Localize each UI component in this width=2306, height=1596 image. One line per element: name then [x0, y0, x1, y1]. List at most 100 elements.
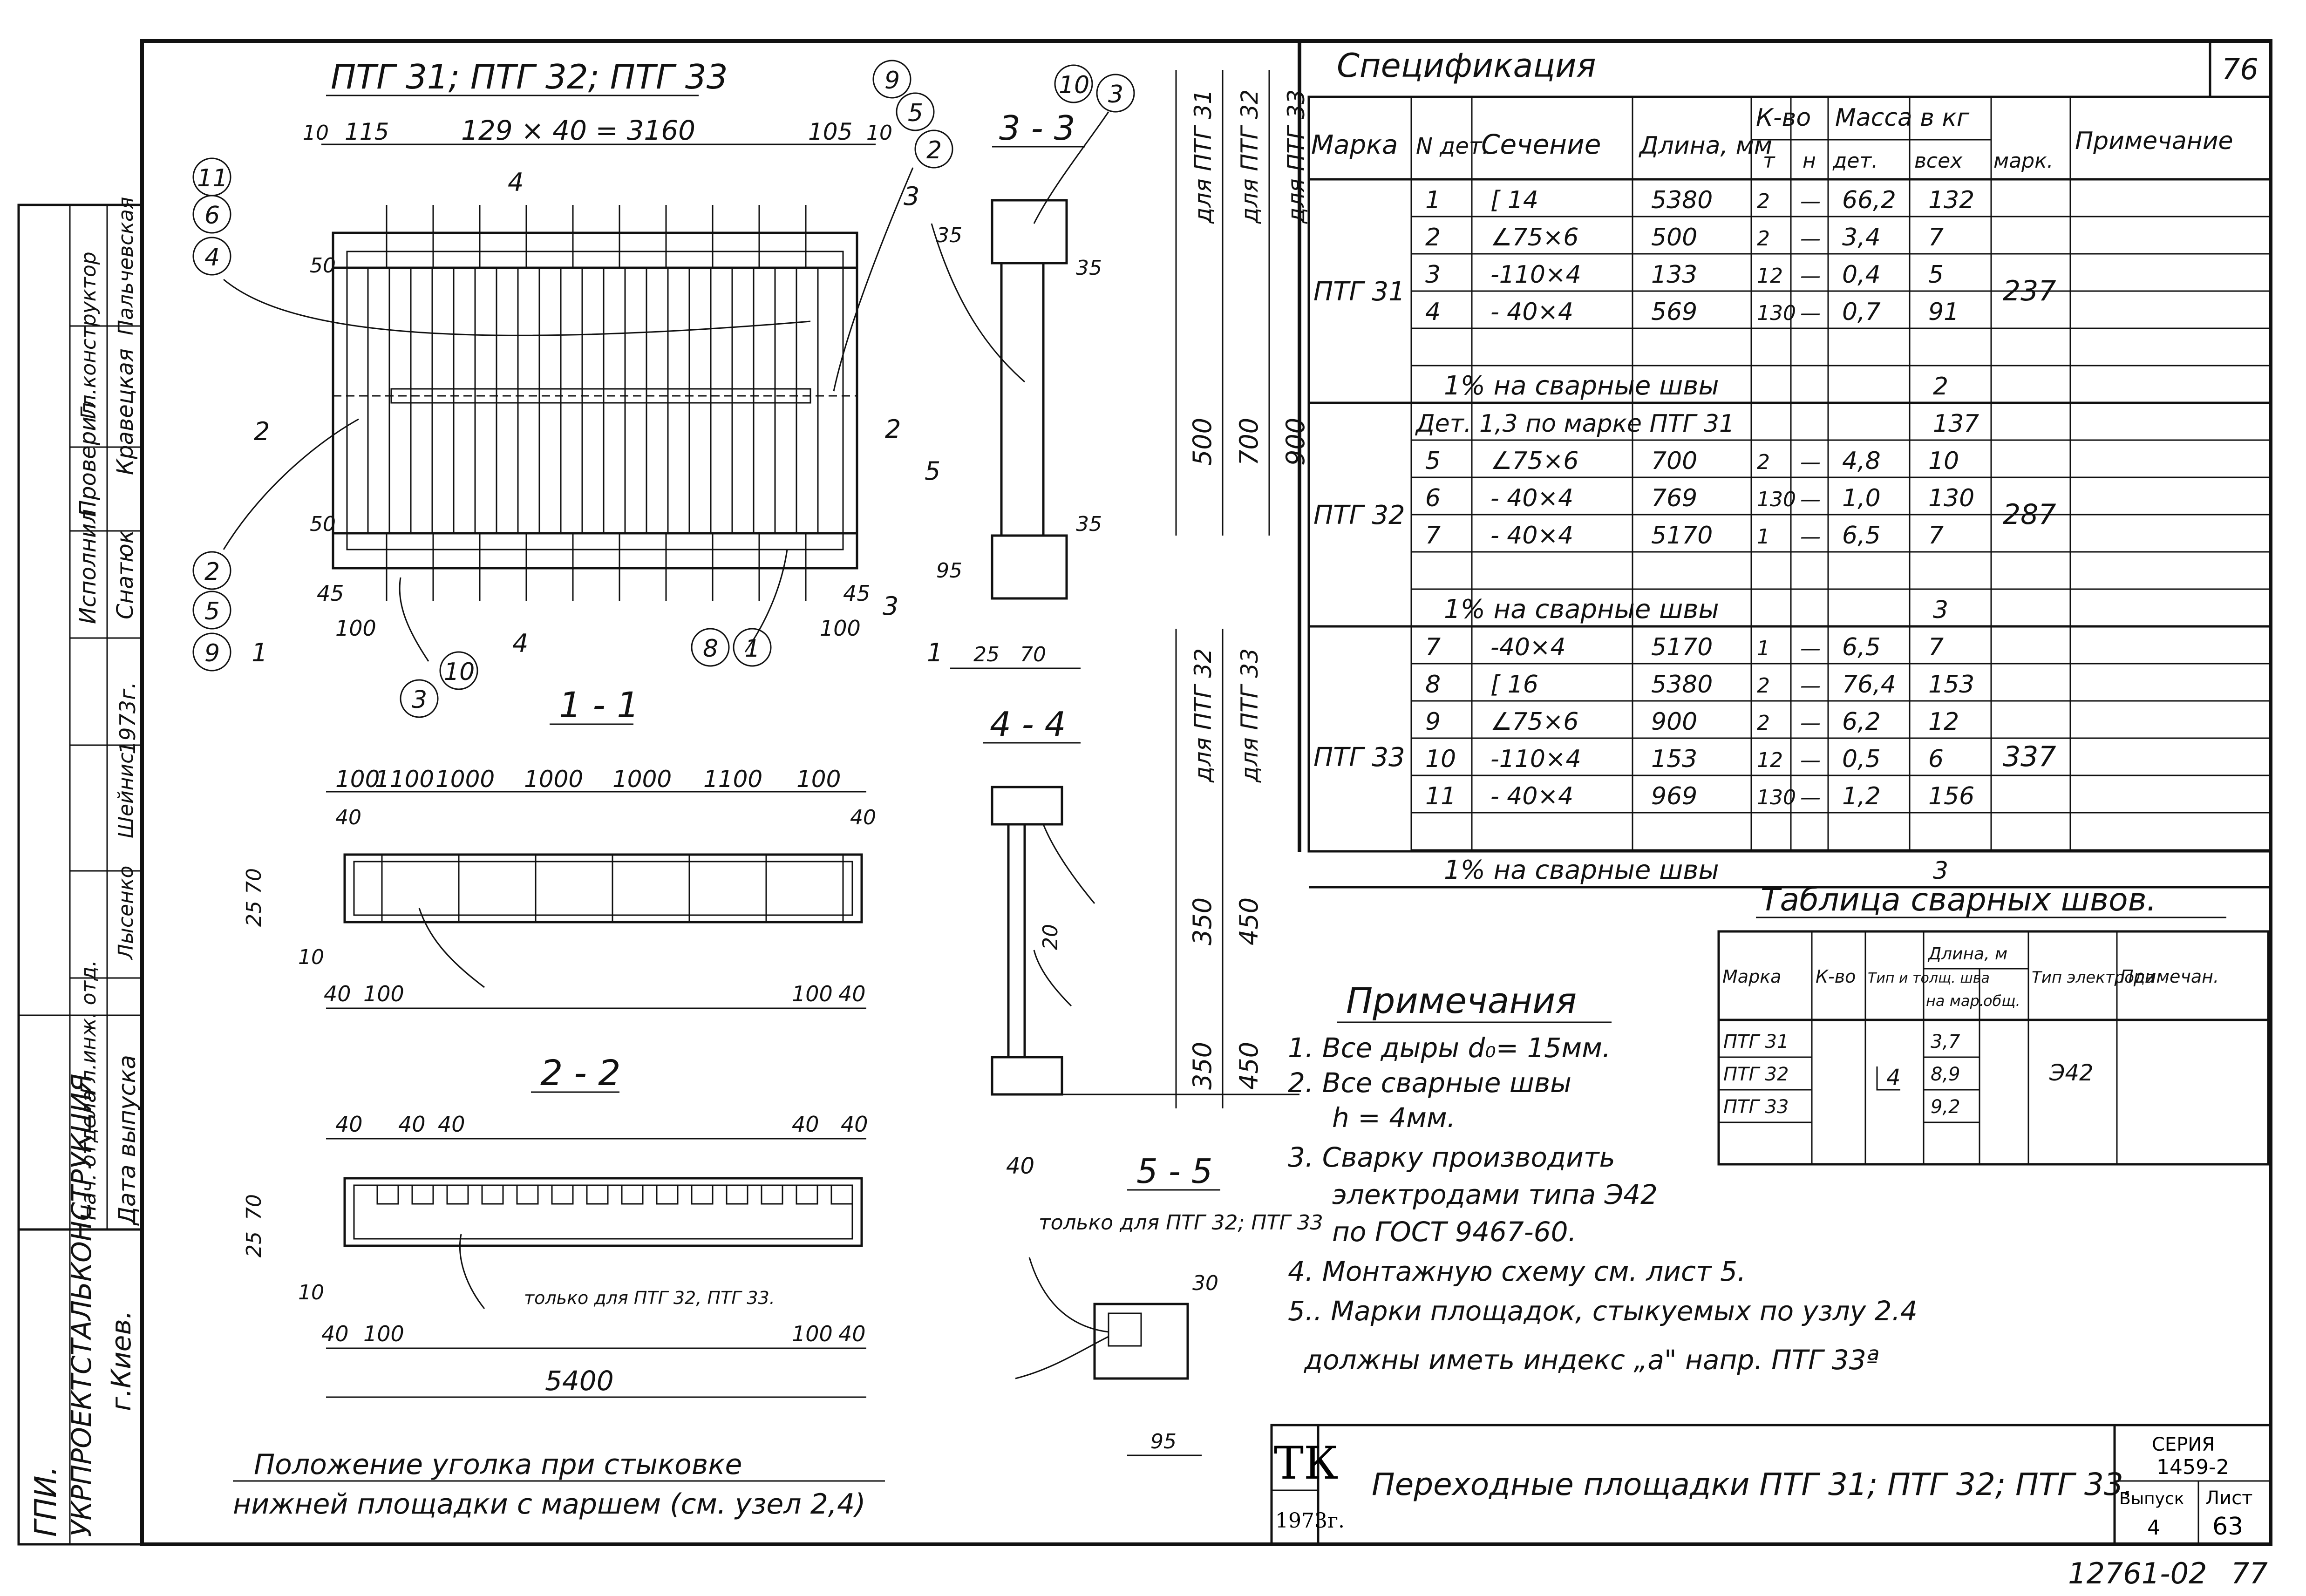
spec-row-t: 2 [1757, 711, 1770, 735]
weld-table-title: Таблица сварных швов. [1761, 882, 2156, 918]
spec-h-mass-all: всех [1914, 149, 1963, 173]
sec22-dim-70: 70 [242, 1194, 266, 1220]
sec11-dim-40-bot: 40 [324, 981, 351, 1006]
spec-row-section: -110×4 [1490, 261, 1581, 289]
spec-row-det: 5 [1425, 447, 1441, 475]
sec22-dim-40-bot: 40 [321, 1321, 349, 1346]
weld-row-len: 3,7 [1931, 1031, 1960, 1053]
tb-issue-value: 4 [2147, 1516, 2160, 1540]
notes-title: Примечания [1346, 980, 1577, 1021]
spec-row-det: 1 [1425, 186, 1441, 214]
note-8: 5.. Марки площадок, стыкуемых по узлу 2.… [1288, 1295, 1918, 1327]
note-4: 3. Сварку производить [1288, 1141, 1615, 1173]
sec22-dim-25: 25 [242, 1231, 266, 1257]
tb-series-value: 1459-2 [2156, 1455, 2229, 1479]
org-name-2: УКРПРОЕКТСТАЛЬКОНСТРУКЦИЯ [66, 1073, 97, 1537]
role-4: Гл.инж. отд. [77, 960, 101, 1094]
spec-row-mass-all: 130 [1928, 484, 1974, 512]
spec-row-section: - 40×4 [1490, 298, 1573, 326]
note-6: по ГОСТ 9467-60. [1332, 1216, 1577, 1248]
spec-row-mass-det: 0,4 [1842, 261, 1881, 289]
sec55-dim-95: 95 [1150, 1430, 1177, 1453]
spec-row-det: 2 [1425, 224, 1441, 251]
spec-row-t: 130 [1757, 488, 1796, 511]
spec-row-mass-det: 1,2 [1842, 782, 1881, 810]
spec-group-mark: ПТГ 32 [1313, 500, 1405, 530]
spec-h-det: N дет. [1416, 133, 1489, 159]
angle-caption-line-2: нижней площадки с маршем (см. узел 2,4) [233, 1488, 866, 1521]
sec22-dim-100-left: 100 [363, 1321, 404, 1346]
spec-row-mass-det: 66,2 [1842, 186, 1896, 214]
spec-row-n: — [1800, 637, 1821, 660]
spec-row-n: — [1800, 264, 1821, 288]
plan-dim-45-right: 45 [843, 581, 871, 606]
spec-row-length: 5170 [1651, 633, 1713, 661]
spec-group-header: Дет. 1,3 по марке ПТГ 31 [1415, 410, 1735, 438]
spec-row-t: 12 [1757, 748, 1783, 772]
sec11-dim-70: 70 [242, 868, 266, 894]
spec-h-qty-t: т [1763, 149, 1775, 173]
sec33-dim-900: 900 [1281, 418, 1310, 466]
sec55-dim-30: 30 [1192, 1271, 1218, 1295]
spec-row-t: 1 [1757, 525, 1770, 549]
spec-row-section: ∠75×6 [1490, 224, 1578, 251]
spec-group-total: 337 [2003, 740, 2056, 773]
plan-dim-left: 115 [345, 118, 389, 145]
spec-row-n: — [1800, 711, 1821, 735]
sec11-dim: 100 [335, 766, 380, 793]
spec-row-length: 569 [1651, 298, 1697, 326]
sec33-dim-35-b: 35 [1076, 256, 1102, 280]
sec22-dim-40-d: 40 [792, 1112, 819, 1137]
spec-row-mass-det: 0,7 [1842, 298, 1881, 326]
section-mark-3-top: 3 [904, 182, 919, 211]
doc-code-suffix: 77 [2231, 1556, 2268, 1590]
sec44-dim-450-b: 450 [1234, 1042, 1264, 1090]
plan-dim-50-top: 50 [310, 254, 336, 278]
spec-row-mass-det: 1,0 [1842, 484, 1881, 512]
callout-2: 2 [204, 558, 220, 586]
callout-11: 11 [197, 164, 228, 192]
spec-row-section: -40×4 [1490, 633, 1566, 661]
spec-row-mass-det: 6,5 [1842, 522, 1881, 550]
sec11-dim-40-left: 40 [335, 806, 361, 829]
spec-h-length: Длина, мм [1639, 132, 1772, 160]
weld-h-len-mar: на мар. [1926, 992, 1984, 1010]
title-block: ТК 1973г. Переходные площадки ПТГ 31; ПТ… [1270, 1424, 2272, 1546]
spec-row-section: ∠75×6 [1490, 447, 1578, 475]
sec44-dim-350-b: 350 [1188, 1042, 1217, 1090]
weld-electrode: Э42 [2049, 1060, 2094, 1086]
section-mark-4-top: 4 [508, 168, 524, 197]
spec-row-section: - 40×4 [1490, 522, 1573, 550]
spec-row-det: 9 [1425, 708, 1441, 736]
callout-6: 6 [204, 202, 220, 230]
spec-weld-val: 2 [1933, 373, 1948, 401]
callout-4: 4 [204, 244, 220, 272]
spec-row-mass-det: 0,5 [1842, 745, 1881, 773]
sec33-dim-70: 70 [1020, 643, 1046, 666]
sec11-dim-40-bot-right: 40 [838, 981, 866, 1006]
sec33-label-33: для ПТГ 33 [1283, 89, 1310, 224]
angle-caption: Положение уголка при стыковке нижней пло… [233, 1448, 885, 1521]
spec-row-length: 769 [1651, 484, 1697, 512]
section-mark-1-right: 1 [927, 638, 943, 667]
name-4: Шейнис [114, 753, 138, 838]
spec-title: Спецификация [1337, 47, 1596, 85]
tb-year: 1973г. [1275, 1509, 1345, 1533]
role-2: Проверил [75, 402, 101, 517]
spec-row-n: — [1800, 301, 1821, 325]
spec-row-length: 133 [1651, 261, 1697, 289]
spec-row-det: 10 [1425, 745, 1456, 773]
sec22-note: только для ПТГ 32, ПТГ 33. [524, 1288, 775, 1308]
section-mark-3-bot: 3 [883, 591, 898, 621]
notes: Примечания 1. Все дыры d₀= 15мм.2. Все с… [1288, 980, 1918, 1376]
spec-row-mass-all: 7 [1928, 224, 1944, 251]
doc-code: 12761-02 [2068, 1556, 2207, 1590]
spec-row-n: — [1800, 786, 1821, 809]
spec-row-t: 12 [1757, 264, 1783, 288]
spec-row-mass-all: 7 [1928, 522, 1944, 550]
spec-row-det: 7 [1425, 633, 1441, 661]
callout-10: 10 [444, 658, 475, 686]
plan-dim-100-right: 100 [820, 616, 861, 641]
spec-group-mark: ПТГ 31 [1313, 277, 1405, 307]
